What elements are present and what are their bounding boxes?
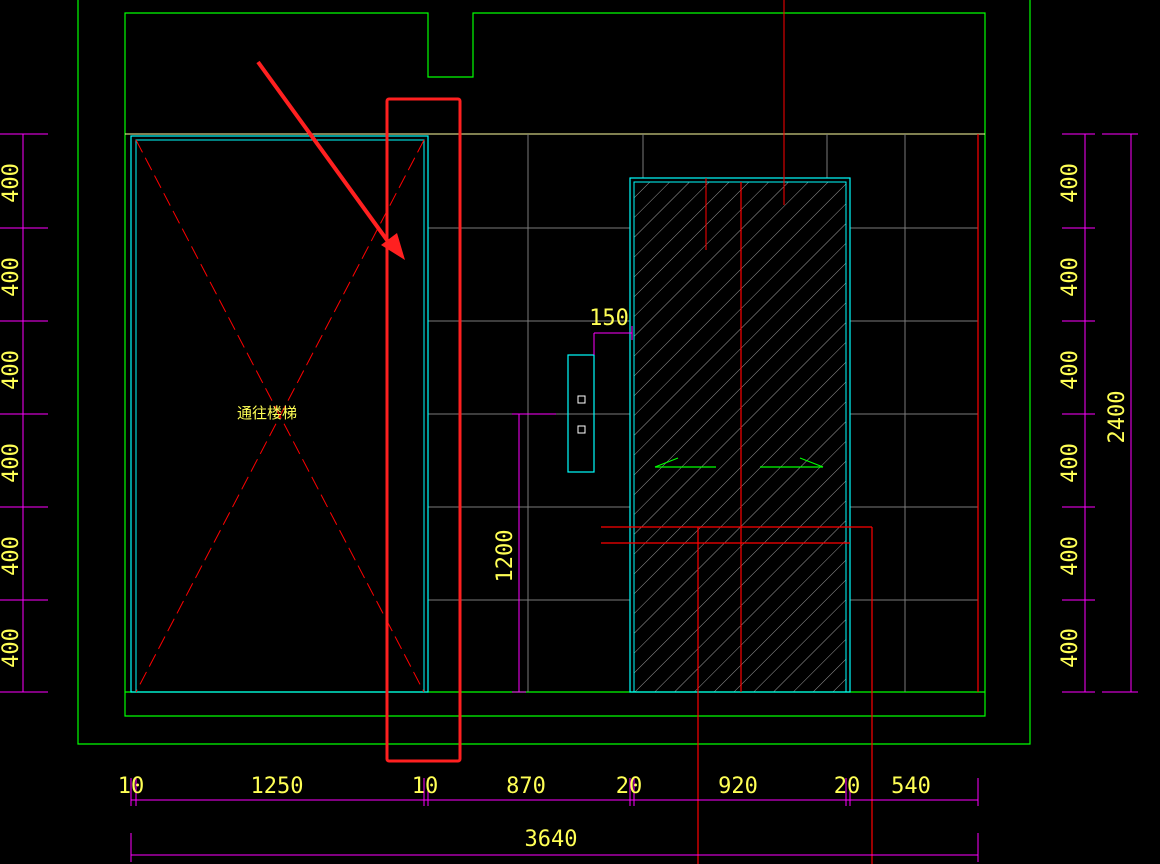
right-dim-label: 400: [1058, 350, 1083, 390]
height-1200-dimension: [512, 413, 556, 693]
bottom-dim-label: 20: [834, 774, 861, 799]
left-dim-label: 400: [0, 350, 24, 390]
stair-label: 通往楼梯: [237, 404, 297, 422]
left-dimension-labels: 400 400 400 400 400 400: [0, 163, 24, 668]
call-button-panel[interactable]: [567, 354, 595, 473]
total-height-label: 2400: [1105, 391, 1130, 444]
left-dim-label: 400: [0, 443, 24, 483]
right-dim-label: 400: [1058, 257, 1083, 297]
stair-opening: [130, 135, 429, 693]
door-open-arrows: [654, 457, 824, 468]
right-dimension-chain: [1062, 133, 1138, 693]
left-dim-label: 400: [0, 163, 24, 203]
tile-grid: [428, 134, 978, 692]
right-dimension-labels: 400 400 400 400 400 400 2400: [1058, 163, 1130, 668]
down-button-icon[interactable]: [577, 425, 586, 434]
right-dim-label: 400: [1058, 163, 1083, 203]
bottom-dimension-chain: [130, 778, 979, 862]
right-dim-label: 400: [1058, 628, 1083, 668]
annotation-arrow-icon: [256, 60, 394, 249]
left-dim-label: 400: [0, 257, 24, 297]
bottom-dim-label: 1250: [251, 774, 304, 799]
red-reference-lines: [601, 134, 979, 864]
bottom-dim-label: 540: [891, 774, 931, 799]
outer-outline: [77, 0, 1031, 745]
left-dimension-chain: [0, 133, 48, 693]
right-dim-label: 400: [1058, 536, 1083, 576]
bottom-dim-label: 920: [718, 774, 758, 799]
offset-150-dimension: [593, 326, 633, 355]
highlight-box: [385, 97, 462, 763]
bottom-dim-label: 20: [616, 774, 643, 799]
bottom-dim-label: 870: [506, 774, 546, 799]
bottom-dim-label: 10: [118, 774, 145, 799]
total-width-label: 3640: [525, 827, 578, 852]
left-dim-label: 400: [0, 536, 24, 576]
up-button-icon[interactable]: [577, 395, 586, 404]
bottom-dim-label: 10: [412, 774, 439, 799]
annotation-arrowhead-icon: [381, 233, 405, 260]
height-1200-label: 1200: [493, 530, 518, 583]
right-dim-label: 400: [1058, 443, 1083, 483]
left-dim-label: 400: [0, 628, 24, 668]
offset-150-label: 150: [589, 306, 629, 331]
bottom-dimension-labels: 10 1250 10 870 20 920 20 540 3640: [118, 774, 931, 852]
annotation-highlight: [256, 60, 462, 763]
elevator-door: [629, 0, 851, 693]
